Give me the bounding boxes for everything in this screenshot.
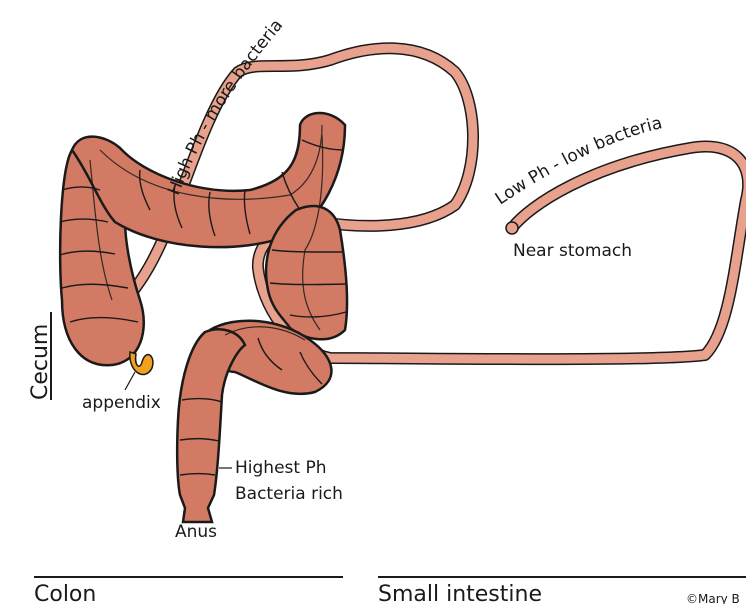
appendix-pointer (125, 372, 135, 390)
high-ph-label: High Ph - more bacteria (164, 16, 287, 198)
highest-ph-label: Highest Ph (235, 458, 326, 478)
copyright-label: ©Mary B (686, 592, 740, 604)
anus-label: Anus (175, 522, 217, 542)
small-intestine-section-label: Small intestine (378, 582, 542, 604)
bacteria-rich-label: Bacteria rich (235, 484, 343, 504)
near-stomach-label: Near stomach (513, 241, 632, 261)
colon-section-label: Colon (34, 582, 96, 604)
small-intestine-end-cap (506, 222, 518, 234)
cecum-label: Cecum (28, 324, 53, 400)
appendix (130, 352, 153, 375)
appendix-label: appendix (82, 393, 161, 413)
